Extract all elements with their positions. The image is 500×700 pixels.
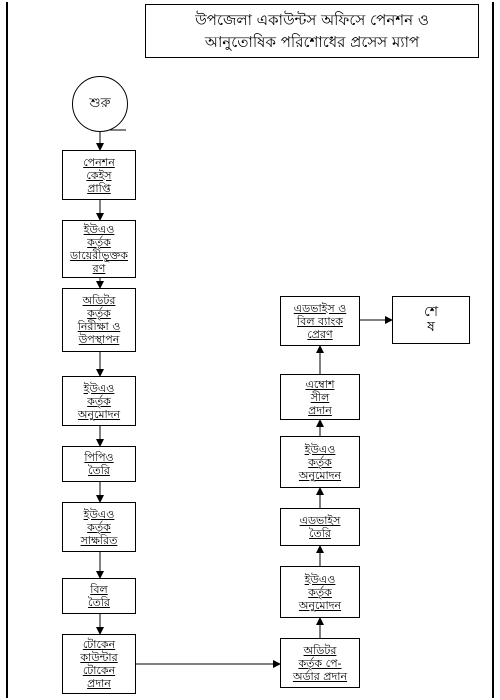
step-uao-approval-2: ইউএও কর্তৃক অনুমোদন bbox=[280, 566, 360, 618]
step-label: পেনশন কেইস প্রাপ্তি bbox=[83, 155, 115, 195]
step-uao-signature: ইউএও কর্তৃক সাক্ষরিত bbox=[62, 502, 136, 552]
title-text: উপজেলা একাউন্টস অফিসে পেনশন ও আনুতোষিক প… bbox=[195, 11, 429, 51]
step-label: ইউএও কর্তৃক অনুমোদন bbox=[298, 442, 342, 482]
start-label: শুরু bbox=[89, 95, 111, 111]
end-label: শে ষ bbox=[424, 304, 438, 335]
step-label: এডভাইস তৈরি bbox=[299, 514, 341, 540]
start-node: শুরু bbox=[72, 76, 128, 132]
step-label: পিপিও তৈরি bbox=[84, 451, 114, 477]
step-pay-order: অডিটর কর্তৃক পে- অর্ডার প্রদান bbox=[280, 638, 360, 688]
step-label: ইউএও কর্তৃক অনুমোদন bbox=[298, 572, 342, 612]
step-bill-preparation: বিল তৈরি bbox=[62, 578, 136, 614]
step-label: এম্বোশ সীল প্রদান bbox=[305, 377, 335, 417]
diagram-title: উপজেলা একাউন্টস অফিসে পেনশন ও আনুতোষিক প… bbox=[145, 4, 479, 58]
step-case-receipt: পেনশন কেইস প্রাপ্তি bbox=[62, 150, 136, 200]
step-label: অডিটর কর্তৃক নিরীক্ষা ও উপস্থাপন bbox=[77, 294, 121, 346]
step-advice-preparation: এডভাইস তৈরি bbox=[280, 508, 360, 546]
step-label: এডভাইস ও বিল ব্যাংক প্রেরণ bbox=[293, 301, 347, 341]
step-label: টোকেন কাউন্টার টোকেন প্রদান bbox=[80, 638, 118, 690]
step-label: ইউএও কর্তৃক অনুমোদন bbox=[77, 381, 121, 421]
step-ppo-preparation: পিপিও তৈরি bbox=[62, 446, 136, 482]
end-node: শে ষ bbox=[392, 296, 470, 344]
step-send-to-bank: এডভাইস ও বিল ব্যাংক প্রেরণ bbox=[280, 296, 360, 346]
step-label: অডিটর কর্তৃক পে- অর্ডার প্রদান bbox=[292, 643, 348, 683]
step-label: বিল তৈরি bbox=[88, 583, 110, 609]
step-emboss-seal: এম্বোশ সীল প্রদান bbox=[280, 374, 360, 420]
step-uao-approval: ইউএও কর্তৃক অনুমোদন bbox=[62, 376, 136, 426]
step-label: ইউএও কর্তৃক ডায়েরীভূক্তক রণ bbox=[70, 223, 128, 275]
step-audit-review: অডিটর কর্তৃক নিরীক্ষা ও উপস্থাপন bbox=[62, 288, 136, 352]
page-frame bbox=[6, 2, 494, 698]
step-token-issue: টোকেন কাউন্টার টোকেন প্রদান bbox=[62, 634, 136, 694]
step-uao-approval-3: ইউএও কর্তৃক অনুমোদন bbox=[280, 436, 360, 488]
step-label: ইউএও কর্তৃক সাক্ষরিত bbox=[80, 507, 118, 547]
step-diary-entry: ইউএও কর্তৃক ডায়েরীভূক্তক রণ bbox=[62, 220, 136, 278]
